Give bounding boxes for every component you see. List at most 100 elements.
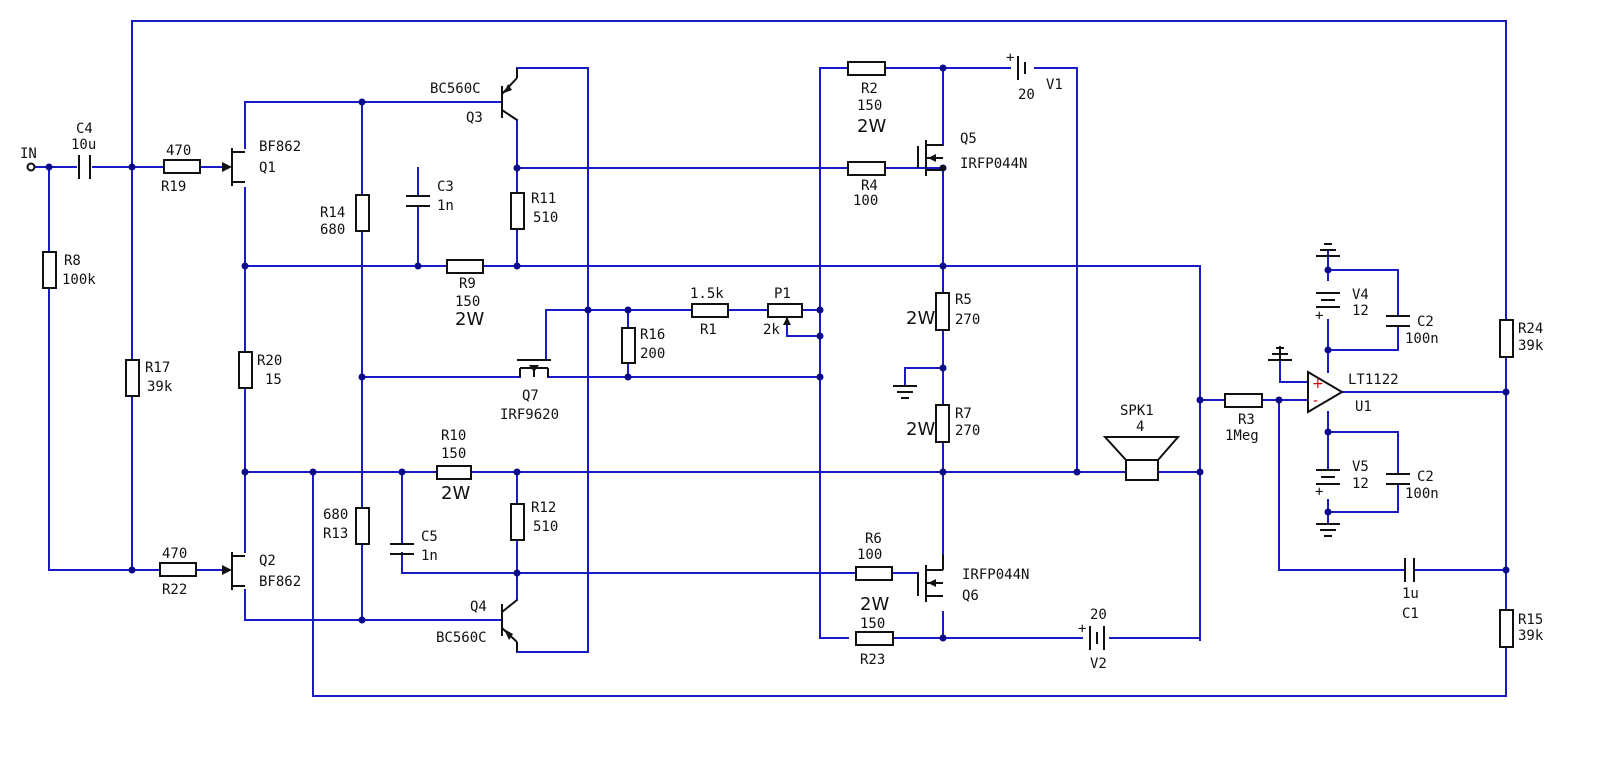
resistor-r4: R4 100	[847, 161, 886, 209]
q1-part: BF862	[259, 139, 301, 155]
c2a-value: 100n	[1405, 331, 1439, 347]
junction	[816, 373, 824, 381]
resistor-r24: R24 39k	[1499, 319, 1544, 358]
r10-value: 150	[441, 446, 466, 462]
c3-value: 1n	[437, 198, 454, 214]
resistor-r16: R16 200	[621, 327, 665, 364]
junction	[241, 262, 249, 270]
r2-power: 2W	[857, 116, 886, 137]
junction	[1324, 508, 1332, 516]
resistor-r11: R11 510	[510, 191, 558, 230]
resistor-r22: 470 R22	[159, 546, 197, 598]
capacitor-c4: C4 10u	[71, 121, 96, 179]
r7-power: 2W	[906, 419, 935, 440]
junction	[513, 569, 521, 577]
battery-v1: + 20 V1	[1006, 50, 1063, 103]
resistor-r8: R8 100k	[42, 251, 96, 289]
r3-value: 1Meg	[1225, 428, 1259, 444]
r9-value: 150	[455, 294, 480, 310]
r24-ref: R24	[1518, 321, 1543, 337]
junction	[309, 468, 317, 476]
q6-ref: Q6	[962, 588, 979, 604]
u1-ref: U1	[1355, 399, 1372, 415]
q5-ref: Q5	[960, 131, 977, 147]
r12-value: 510	[533, 519, 558, 535]
resistor-r5: R5 270 2W	[906, 292, 980, 331]
c5-value: 1n	[421, 548, 438, 564]
r23-value: 150	[860, 616, 885, 632]
r6-value: 100	[857, 547, 882, 563]
resistor-r2: R2 150 2W	[847, 61, 886, 137]
v1-ref: V1	[1046, 77, 1063, 93]
resistor-r13: 680 R13	[323, 507, 370, 545]
junction	[584, 306, 592, 314]
q1-ref: Q1	[259, 160, 276, 176]
u1-part: LT1122	[1348, 372, 1399, 388]
input-terminal: IN	[20, 146, 37, 172]
resistor-r15: R15 39k	[1499, 609, 1544, 648]
resistor-r6: R6 100	[855, 531, 893, 581]
resistor-r7: R7 270 2W	[906, 404, 980, 443]
r2-ref: R2	[861, 81, 878, 97]
junction	[1196, 396, 1204, 404]
junction	[939, 64, 947, 72]
v5-value: 12	[1352, 476, 1369, 492]
q2-ref: Q2	[259, 553, 276, 569]
u1-plus: +	[1312, 376, 1324, 392]
c2b-value: 100n	[1405, 486, 1439, 502]
r13-ref: R13	[323, 526, 348, 542]
junction	[939, 468, 947, 476]
v4-ref: V4	[1352, 287, 1369, 303]
r2-value: 150	[857, 98, 882, 114]
v4-plus: +	[1315, 308, 1323, 324]
c4-ref: C4	[76, 121, 93, 137]
junction	[939, 364, 947, 372]
q6-part: IRFP044N	[962, 567, 1029, 583]
v1-value: 20	[1018, 87, 1035, 103]
battery-v5: + V5 12	[1315, 459, 1369, 500]
mosfet-q5: Q5 IRFP044N	[917, 131, 1027, 176]
junction	[358, 616, 366, 624]
junction	[128, 566, 136, 574]
r8-ref: R8	[64, 253, 81, 269]
q4-part: BC560C	[436, 630, 487, 646]
r5-ref: R5	[955, 292, 972, 308]
r9-ref: R9	[459, 276, 476, 292]
r5-value: 270	[955, 312, 980, 328]
r1-ref: R1	[700, 322, 717, 338]
junction	[1196, 468, 1204, 476]
v5-ref: V5	[1352, 459, 1369, 475]
junction	[513, 468, 521, 476]
transistor-q3: BC560C Q3	[430, 68, 518, 126]
r17-ref: R17	[145, 360, 170, 376]
ground-symbol	[1268, 346, 1292, 361]
capacitor-c5: C5 1n	[390, 529, 438, 564]
c5-ref: C5	[421, 529, 438, 545]
r20-value: 15	[265, 372, 282, 388]
junction	[45, 163, 53, 171]
r12-ref: R12	[531, 500, 556, 516]
q7-ref: Q7	[522, 388, 539, 404]
junction	[513, 262, 521, 270]
resistor-r14: R14 680	[320, 194, 370, 238]
q4-ref: Q4	[470, 599, 487, 615]
r4-ref: R4	[861, 178, 878, 194]
q7-part: IRF9620	[500, 407, 559, 423]
wires	[33, 20, 1507, 697]
resistor-r12: R12 510	[510, 500, 558, 541]
r6-ref: R6	[865, 531, 882, 547]
v2-value: 20	[1090, 607, 1107, 623]
ground-symbol	[893, 385, 917, 399]
junction	[358, 98, 366, 106]
junction	[1324, 346, 1332, 354]
resistor-r3: R3 1Meg	[1224, 393, 1263, 444]
junction	[624, 306, 632, 314]
resistor-r19: 470 R19	[161, 143, 201, 195]
v1-plus: +	[1006, 50, 1014, 66]
r23-power: 2W	[860, 594, 889, 615]
r16-ref: R16	[640, 327, 665, 343]
r14-ref: R14	[320, 205, 345, 221]
junction	[241, 468, 249, 476]
ground-symbol	[1316, 523, 1340, 537]
